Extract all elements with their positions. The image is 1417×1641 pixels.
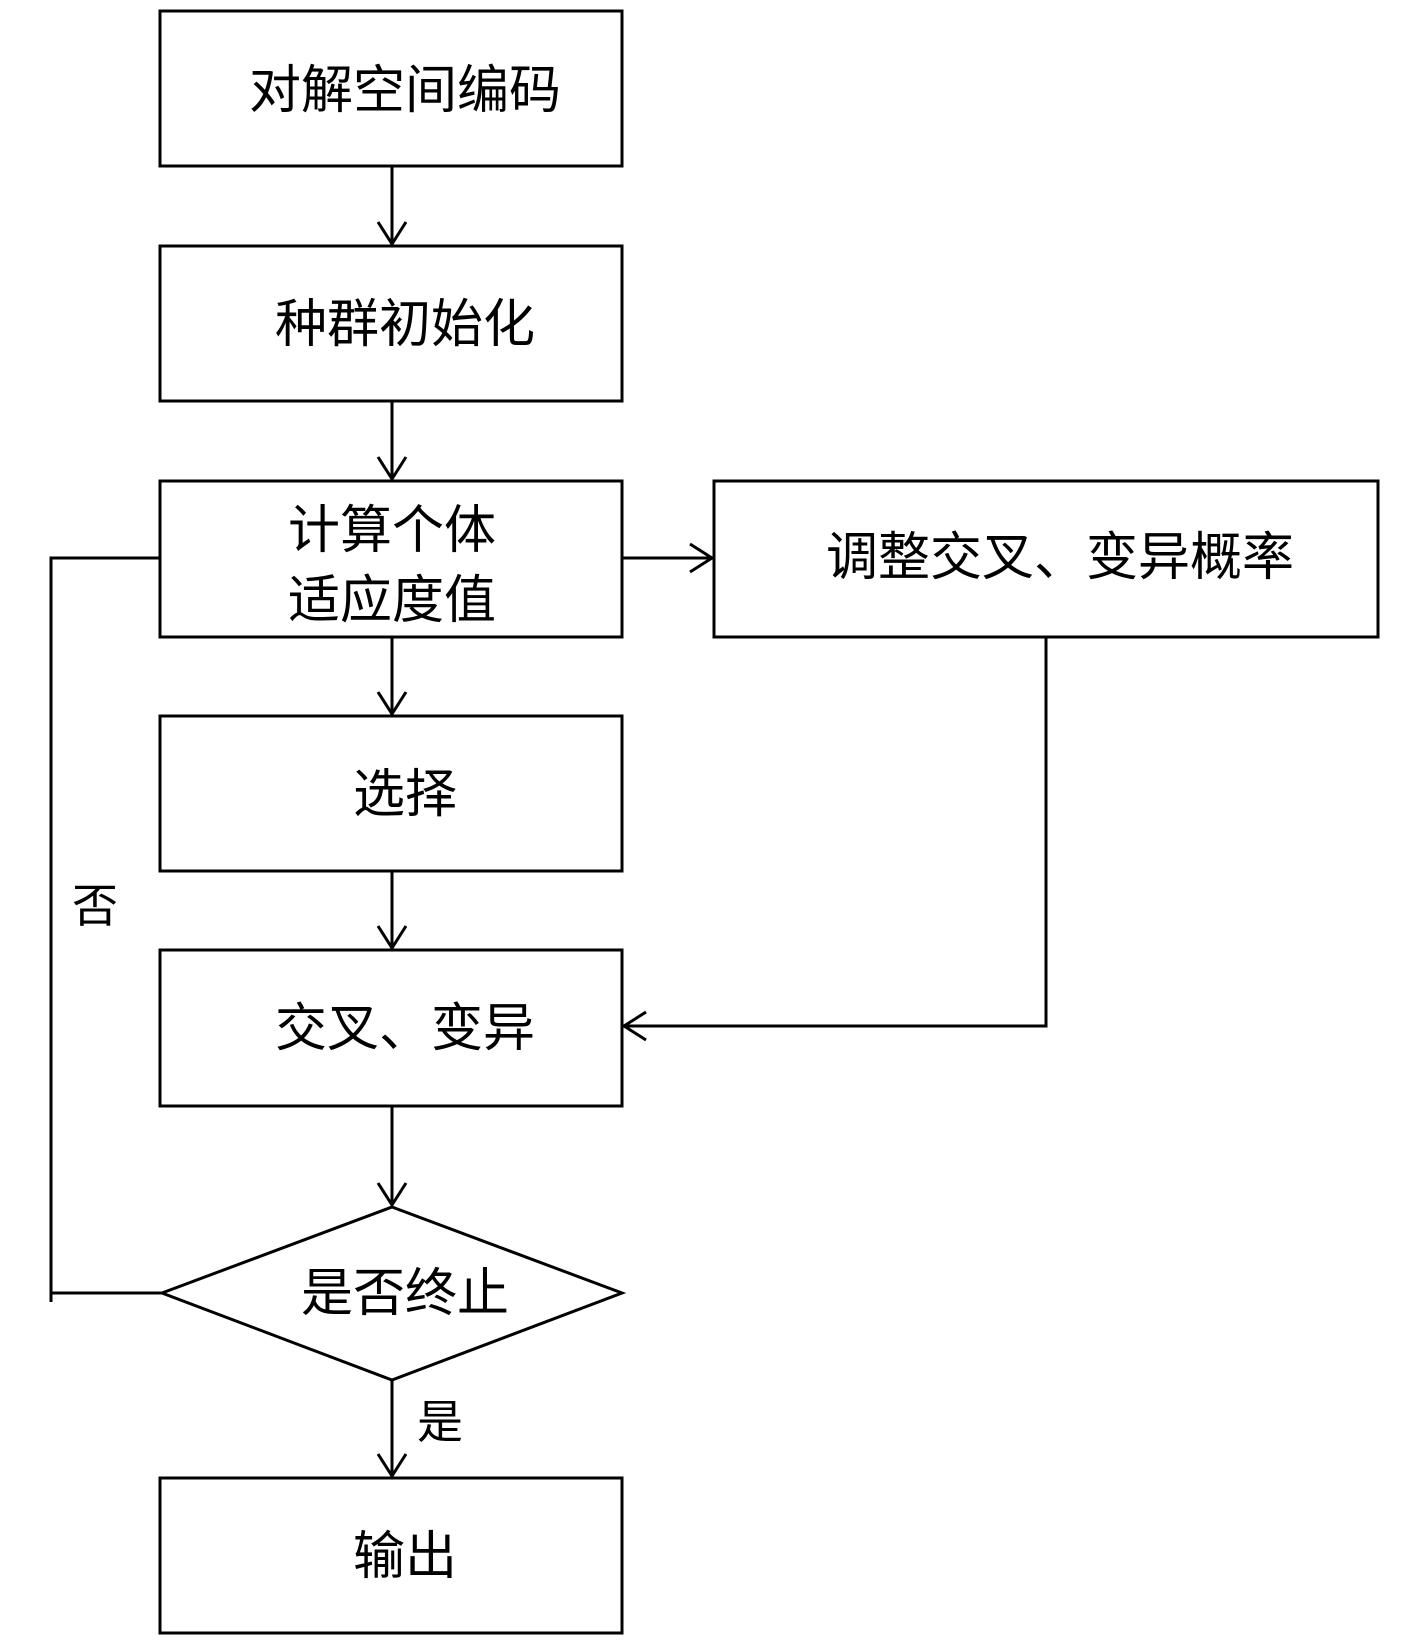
edge-label-no: 否	[72, 879, 118, 933]
node-init: 种群初始化	[158, 244, 624, 403]
node-encode-box	[158, 9, 624, 168]
edge-encode-to-init	[376, 166, 408, 247]
edge-fitness-to-adjust	[622, 542, 715, 574]
edge-label-yes: 是	[417, 1395, 463, 1449]
node-adjust: 调整交叉、变异概率	[712, 479, 1380, 639]
node-crossover: 交叉、变异	[158, 948, 624, 1108]
arrowhead	[689, 542, 715, 574]
arrowhead	[376, 1453, 408, 1479]
node-output-box	[158, 1476, 624, 1635]
node-encode: 对解空间编码	[158, 9, 624, 168]
edge-fitness-to-select	[376, 637, 408, 717]
node-output: 输出	[158, 1476, 624, 1635]
node-fitness: 计算个体 适应度值	[158, 479, 624, 639]
edge-decision-to-fitness-no: 否	[49, 556, 162, 1302]
node-output-label: 输出	[353, 1527, 457, 1587]
node-decision-label: 是否终止	[301, 1264, 509, 1324]
arrowhead	[376, 456, 408, 482]
node-crossover-label: 交叉、变异	[275, 999, 535, 1059]
arrowhead	[621, 1010, 647, 1042]
node-adjust-label: 调整交叉、变异概率	[826, 528, 1294, 588]
node-adjust-box	[712, 479, 1380, 639]
edge-select-to-crossover	[376, 871, 408, 951]
edge-init-to-fitness	[376, 401, 408, 482]
node-select-box	[158, 714, 624, 873]
arrowhead	[376, 221, 408, 247]
node-init-box	[158, 244, 624, 403]
arrowhead	[376, 691, 408, 717]
arrowhead	[376, 1182, 408, 1208]
node-decision: 是否终止	[157, 1205, 627, 1382]
node-select-label: 选择	[353, 765, 457, 825]
node-select: 选择	[158, 714, 624, 873]
edge-crossover-to-decision	[376, 1106, 408, 1208]
edge-decision-to-output-yes: 是	[376, 1380, 463, 1479]
node-fitness-box	[158, 479, 624, 639]
arrowhead	[376, 925, 408, 951]
node-init-label: 种群初始化	[275, 295, 535, 355]
node-fitness-label-line1: 计算个体	[288, 501, 496, 561]
node-encode-label: 对解空间编码	[249, 61, 561, 121]
node-fitness-label-line2: 适应度值	[288, 571, 496, 631]
node-crossover-box	[158, 948, 624, 1108]
edge-adjust-to-crossover	[621, 637, 1048, 1042]
